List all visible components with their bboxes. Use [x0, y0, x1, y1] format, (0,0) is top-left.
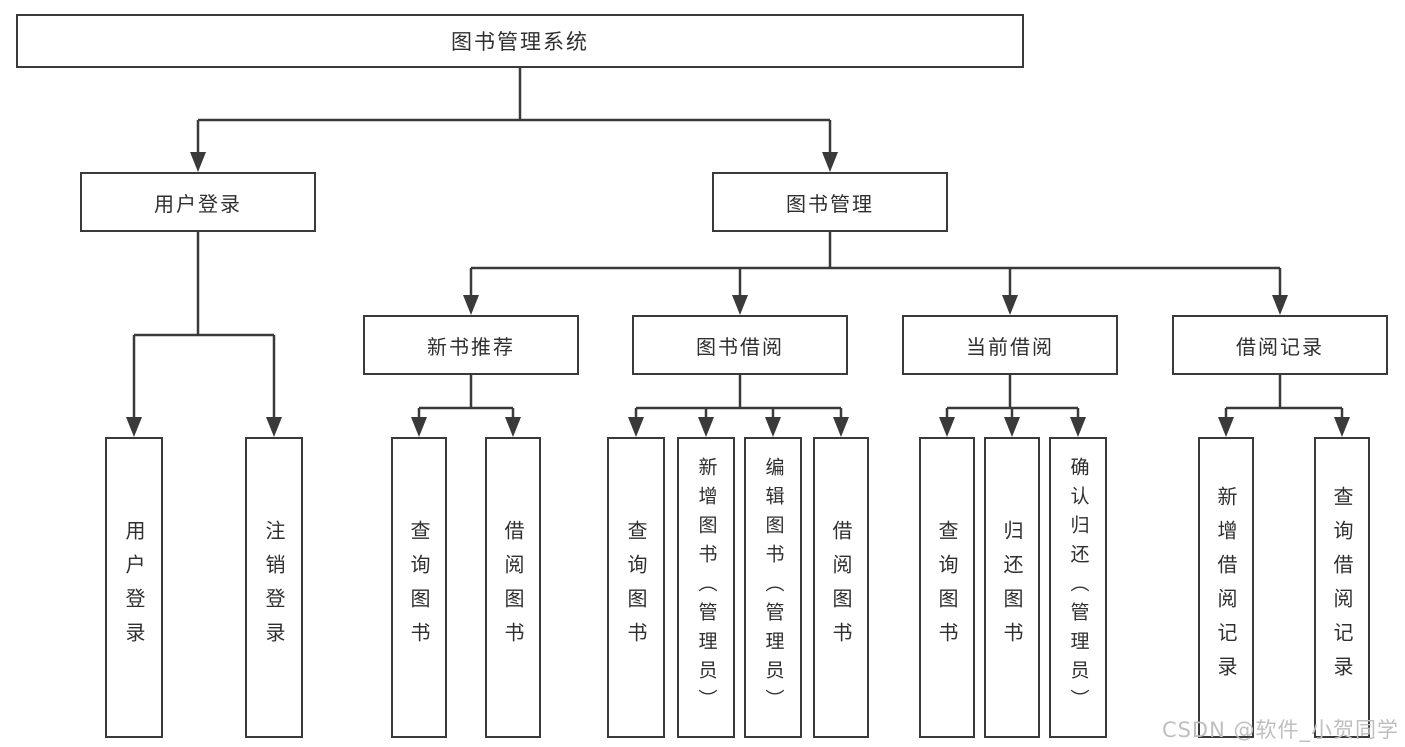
- leaf-user-login: 用户登录: [105, 437, 163, 738]
- node-borrowing-records: 借阅记录: [1172, 315, 1388, 375]
- leaf-label: 查询图书: [624, 519, 648, 656]
- node-label: 当前借阅: [966, 334, 1054, 359]
- leaf-label: 借阅图书: [501, 519, 525, 656]
- node-label: 图书管理系统: [451, 30, 589, 54]
- leaf-logout: 注销登录: [245, 437, 303, 738]
- leaf-label: 借阅图书: [829, 519, 853, 656]
- node-user-login-branch: 用户登录: [80, 172, 316, 232]
- leaf-label: 新增图书（管理员）: [695, 457, 718, 718]
- node-label: 新书推荐: [427, 334, 515, 359]
- leaf-label: 注销登录: [262, 519, 286, 656]
- node-label: 借阅记录: [1236, 334, 1324, 359]
- leaf-query-books-recommend: 查询图书: [391, 437, 447, 738]
- node-label: 图书管理: [786, 191, 874, 216]
- node-label: 图书借阅: [696, 334, 784, 359]
- leaf-label: 新增借阅记录: [1214, 485, 1238, 690]
- leaf-label: 查询图书: [935, 519, 959, 656]
- leaf-query-books-current: 查询图书: [919, 437, 975, 738]
- leaf-query-books-borrow: 查询图书: [607, 437, 665, 738]
- node-library-management-system: 图书管理系统: [16, 14, 1024, 68]
- leaf-query-borrow-record: 查询借阅记录: [1314, 437, 1370, 738]
- leaf-add-borrow-record: 新增借阅记录: [1198, 437, 1254, 738]
- leaf-return-books: 归还图书: [984, 437, 1040, 738]
- leaf-borrow-books-recommend: 借阅图书: [485, 437, 541, 738]
- node-label: 用户登录: [154, 191, 242, 216]
- leaf-borrow-books: 借阅图书: [813, 437, 869, 738]
- leaf-label: 用户登录: [122, 519, 146, 656]
- leaf-label: 查询图书: [407, 519, 431, 656]
- node-book-management-branch: 图书管理: [712, 172, 948, 232]
- leaf-confirm-return-admin: 确认归还（管理员）: [1049, 437, 1107, 738]
- csdn-watermark: CSDN @软件_小贺同学: [1161, 718, 1399, 742]
- leaf-label: 归还图书: [1000, 519, 1024, 656]
- leaf-add-book-admin: 新增图书（管理员）: [677, 437, 735, 738]
- node-new-book-recommendation: 新书推荐: [363, 315, 579, 375]
- leaf-label: 确认归还（管理员）: [1067, 457, 1090, 718]
- node-book-borrowing: 图书借阅: [632, 315, 848, 375]
- leaf-edit-book-admin: 编辑图书（管理员）: [744, 437, 802, 738]
- leaf-label: 查询借阅记录: [1330, 485, 1354, 690]
- leaf-label: 编辑图书（管理员）: [762, 457, 785, 718]
- node-current-borrowing: 当前借阅: [902, 315, 1118, 375]
